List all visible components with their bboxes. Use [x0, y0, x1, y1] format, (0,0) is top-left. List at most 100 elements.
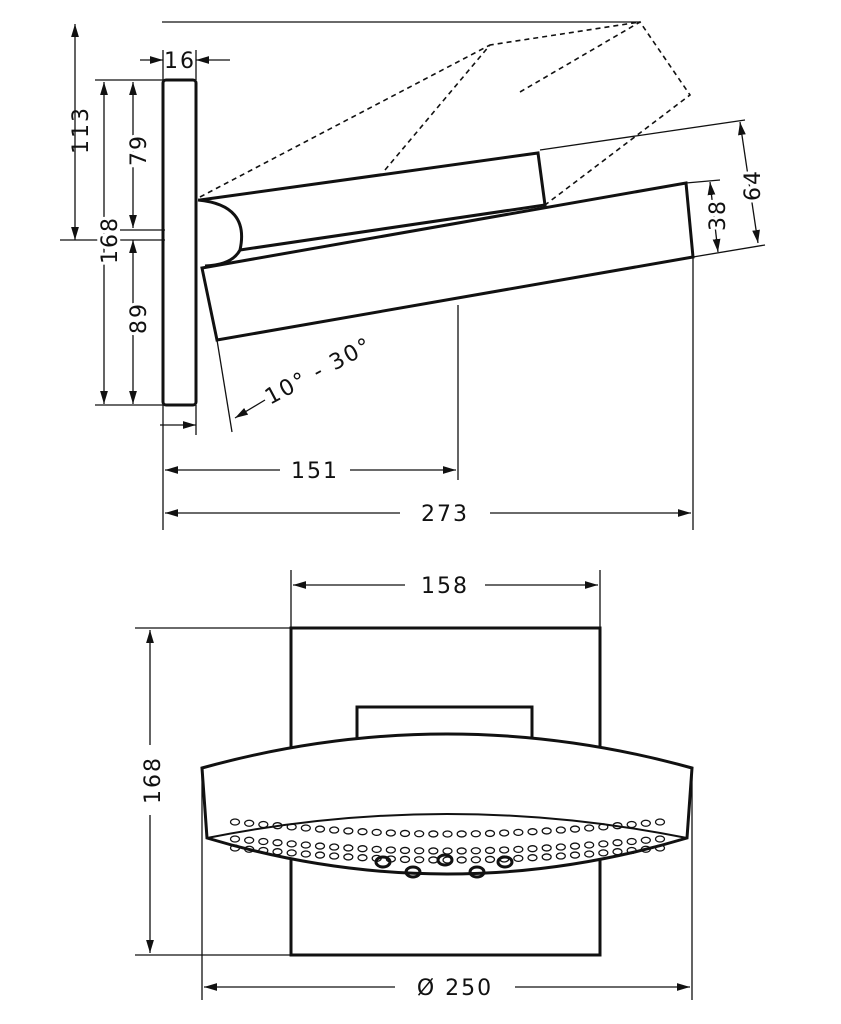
nozzle [329, 826, 340, 834]
nozzle [272, 848, 283, 856]
nozzle [456, 856, 467, 864]
nozzle [314, 842, 326, 850]
dim-64: 64 [741, 169, 766, 201]
nozzle [470, 856, 481, 864]
nozzle [244, 836, 255, 844]
nozzle [385, 846, 396, 854]
nozzle [584, 824, 595, 832]
front-view: 158 168 Ø 250 [135, 570, 694, 1001]
nozzle [314, 851, 326, 859]
center-nozzle [496, 855, 514, 869]
nozzle [329, 843, 340, 851]
nozzle [414, 847, 425, 855]
nozzle [569, 825, 581, 833]
nozzle [244, 845, 255, 853]
nozzle [357, 854, 368, 862]
nozzle [258, 820, 269, 829]
nozzle [300, 841, 311, 849]
nozzle [399, 846, 411, 855]
nozzle [428, 830, 439, 838]
nozzle [640, 845, 651, 853]
nozzle [555, 843, 566, 851]
nozzle [598, 849, 609, 857]
nozzle [371, 828, 382, 837]
nozzle [300, 824, 311, 832]
nozzle [484, 846, 496, 855]
dim-38: 38 [706, 199, 731, 231]
nozzle [527, 854, 538, 862]
center-nozzle [404, 865, 422, 879]
nozzle [584, 850, 595, 858]
nozzle [612, 839, 623, 847]
nozzle [569, 851, 581, 859]
center-nozzle [374, 855, 392, 869]
nozzle [499, 846, 510, 854]
nozzle [541, 853, 552, 861]
nozzle [343, 853, 354, 861]
dim-158: 158 [421, 574, 469, 599]
dim-79: 79 [127, 134, 152, 166]
nozzle [329, 852, 340, 860]
dim-113: 113 [69, 106, 94, 154]
nozzle [414, 830, 425, 838]
nozzle [513, 854, 524, 863]
nozzle [244, 819, 255, 827]
nozzle [385, 829, 396, 837]
nozzle [612, 822, 623, 830]
nozzle [470, 847, 481, 855]
nozzle [272, 822, 283, 830]
nozzle [484, 855, 496, 864]
dim-diameter: Ø 250 [417, 976, 493, 1001]
nozzle [229, 818, 241, 826]
nozzle [286, 849, 297, 857]
nozzle [314, 825, 326, 833]
nozzle [258, 846, 269, 855]
nozzle [598, 840, 609, 848]
nozzle [371, 845, 382, 854]
nozzle [555, 826, 566, 834]
nozzle [357, 845, 368, 853]
nozzle [428, 847, 439, 855]
nozzle [499, 829, 510, 837]
nozzle [414, 856, 425, 864]
nozzle [258, 837, 269, 846]
nozzle [527, 845, 538, 853]
arm-upper [199, 151, 547, 252]
nozzle [654, 844, 666, 852]
dim-angle: 10° - 30° [261, 333, 377, 410]
nozzle [541, 844, 552, 852]
nozzle [456, 830, 467, 838]
nozzle [399, 855, 411, 864]
dim-168: 168 [98, 216, 123, 264]
nozzle [470, 830, 481, 838]
center-nozzle [436, 853, 454, 867]
nozzle [626, 837, 637, 846]
nozzle [626, 846, 637, 855]
nozzle [640, 836, 651, 844]
nozzle [640, 819, 651, 827]
nozzle [555, 852, 566, 860]
center-nozzle [468, 865, 486, 879]
nozzle [229, 844, 241, 852]
nozzle [612, 848, 623, 856]
nozzle [654, 835, 666, 843]
nozzle [456, 847, 467, 855]
nozzle [399, 829, 411, 838]
nozzles [229, 818, 666, 879]
dim-168-front: 168 [141, 756, 166, 804]
nozzle [513, 828, 524, 837]
nozzle [541, 827, 552, 835]
nozzle [343, 844, 354, 852]
nozzle [569, 842, 581, 850]
side-view: 113 168 79 89 16 64 38 10° - 30° [60, 20, 769, 530]
nozzle [598, 823, 609, 831]
nozzle [626, 820, 637, 829]
nozzle [513, 845, 524, 854]
nozzle [300, 850, 311, 858]
dim-273: 273 [421, 502, 469, 527]
nozzle [286, 823, 297, 831]
nozzle [442, 830, 453, 838]
dim-89: 89 [127, 302, 152, 334]
nozzle [272, 839, 283, 847]
